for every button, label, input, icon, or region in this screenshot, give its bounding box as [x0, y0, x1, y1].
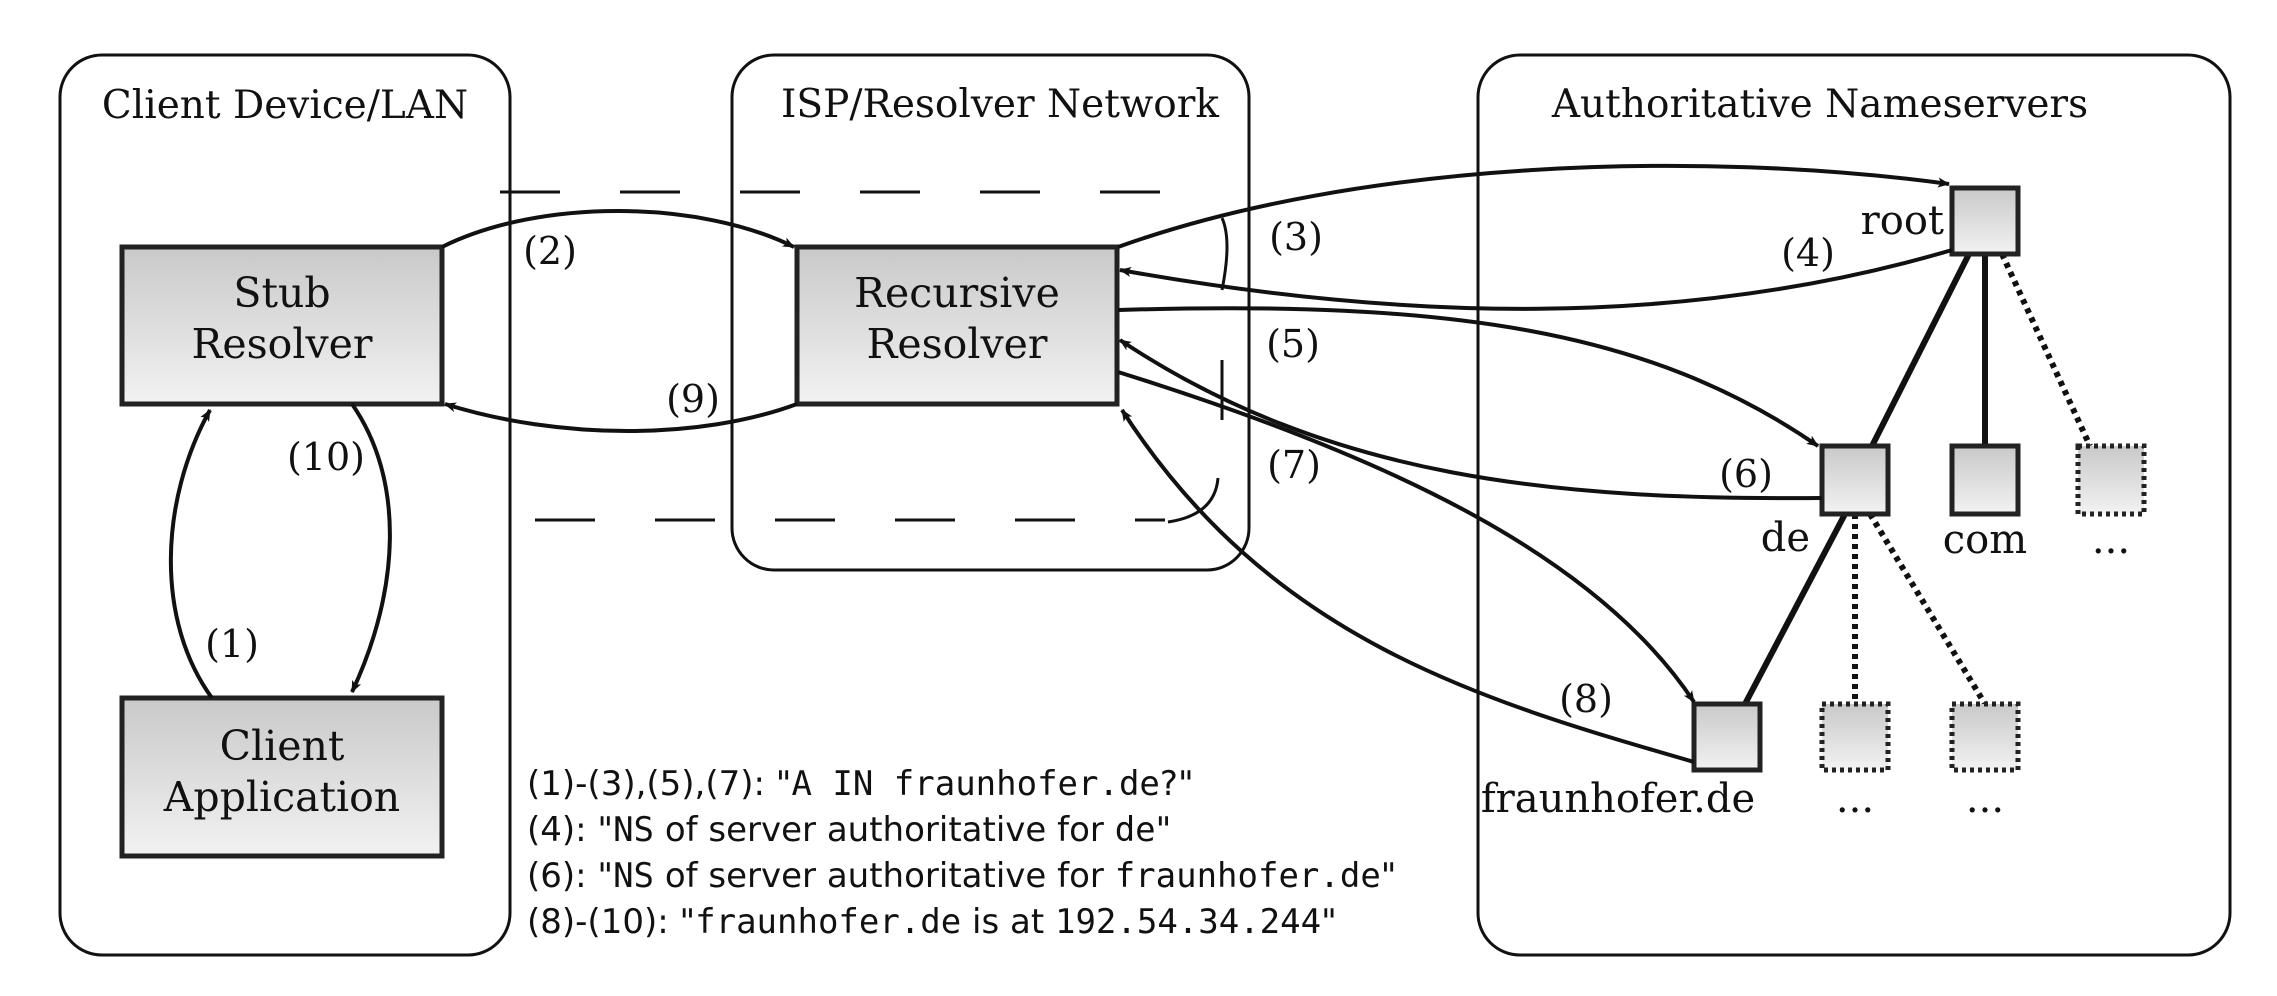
step-label-10: (10) [287, 435, 365, 479]
step-label-8: (8) [1559, 677, 1613, 721]
client-application-label-2: Application [163, 773, 400, 821]
legend-line-4-segment-3: is at [961, 902, 1055, 942]
node-de-child-ellipsis-2 [1949, 701, 2021, 773]
legend-line-3-segment-4: fraunhofer.de [1115, 856, 1381, 896]
node-label-de-child-2: ... [1966, 776, 2004, 822]
node-root [1949, 185, 2021, 257]
zone-client-device [58, 53, 512, 957]
node-label-de-child-1: ... [1836, 776, 1874, 822]
arrow-step-3 [1117, 163, 1950, 249]
step-label-9: (9) [666, 377, 720, 421]
client-application-box: Client Application [119, 695, 445, 859]
legend-line-3-segment-2: NS [613, 856, 654, 896]
legend-line-4: (8)-(10): "fraunhofer.de is at 192.54.34… [527, 902, 1337, 942]
legend-line-3-segment-1: (6): " [527, 856, 613, 896]
zone-authoritative [1476, 53, 2232, 957]
recursive-resolver-label-1: Recursive [854, 269, 1060, 317]
legend-line-2-segment-1: (4): " [527, 810, 613, 850]
legend-line-1-segment-2: A IN fraunhofer.de [791, 764, 1159, 804]
node-de-child-ellipsis-1 [1819, 701, 1891, 773]
node-com [1949, 443, 2021, 517]
step-label-5: (5) [1266, 322, 1320, 366]
recursive-resolver-label-2: Resolver [867, 320, 1048, 368]
step-label-7: (7) [1267, 443, 1321, 487]
legend-line-2-segment-5: " [1156, 810, 1172, 850]
zone-title-isp: ISP/Resolver Network [781, 82, 1219, 127]
legend-line-3: (6): "NS of server authoritative for fra… [527, 856, 1396, 896]
resolver-boundary-corner [1167, 477, 1220, 524]
legend-line-3-segment-3: of server authoritative for [654, 856, 1115, 896]
legend-line-2-segment-3: of server authoritative for [654, 810, 1115, 850]
legend-line-1-segment-3: ?" [1160, 764, 1194, 804]
edge-de-fraunhofer [1742, 512, 1848, 706]
arrow-step-4 [1119, 248, 1953, 311]
edge-root-de [1869, 252, 1972, 448]
arrow-step-6 [1118, 338, 1823, 501]
arrow-step-1 [168, 409, 214, 700]
stub-resolver-box: Stub Resolver [119, 244, 445, 407]
legend-line-1: (1)-(3),(5),(7): "A IN fraunhofer.de?" [527, 764, 1194, 804]
arrow-step-2 [441, 209, 795, 249]
node-label-root: root [1861, 198, 1944, 244]
legend-line-2-segment-2: NS [613, 810, 654, 850]
node-label-fraunhofer: fraunhofer.de [1481, 776, 1755, 822]
arrow-step-9 [444, 402, 798, 433]
recursive-resolver-box: Recursive Resolver [794, 244, 1120, 407]
step-label-4: (4) [1781, 231, 1835, 275]
legend-line-4-segment-5: " [1321, 902, 1337, 942]
legend-line-1-segment-1: (1)-(3),(5),(7): " [527, 764, 791, 804]
zone-title-client: Client Device/LAN [102, 83, 468, 128]
node-de [1819, 443, 1891, 517]
step-label-1: (1) [205, 622, 259, 666]
client-application-label-1: Client [220, 722, 345, 770]
edge-de-ellipsis-2 [1867, 512, 1988, 706]
resolver-boundary-curve [1220, 217, 1229, 291]
legend-line-4-segment-2: fraunhofer.de [695, 902, 961, 942]
arrow-step-5 [1117, 306, 1820, 448]
stub-resolver-label-2: Resolver [192, 320, 373, 368]
stub-resolver-label-1: Stub [233, 269, 330, 317]
legend-line-2: (4): "NS of server authoritative for de" [527, 810, 1171, 850]
arrow-step-7 [1117, 370, 1696, 704]
arrow-step-10 [350, 402, 392, 693]
legend-line-4-segment-1: (8)-(10): " [527, 902, 695, 942]
edge-root-ellipsis [1999, 252, 2093, 448]
step-label-2: (2) [523, 229, 577, 273]
node-com-sibling-ellipsis [2075, 443, 2147, 517]
legend-line-2-segment-4: de [1115, 810, 1156, 850]
zone-isp-network [730, 53, 1251, 572]
zone-title-auth: Authoritative Nameservers [1551, 82, 2088, 127]
node-label-com: com [1943, 517, 2027, 563]
node-label-com-sibling: ... [2092, 517, 2130, 563]
node-fraunhofer [1691, 701, 1763, 773]
legend: (1)-(3),(5),(7): "A IN fraunhofer.de?" (4… [527, 764, 1396, 942]
legend-line-4-segment-4: 192.54.34.244 [1055, 902, 1321, 942]
legend-line-3-segment-5: " [1381, 856, 1397, 896]
arrow-step-8 [1120, 408, 1695, 764]
step-label-3: (3) [1269, 215, 1323, 259]
node-label-de: de [1761, 515, 1810, 561]
step-label-6: (6) [1719, 452, 1773, 496]
